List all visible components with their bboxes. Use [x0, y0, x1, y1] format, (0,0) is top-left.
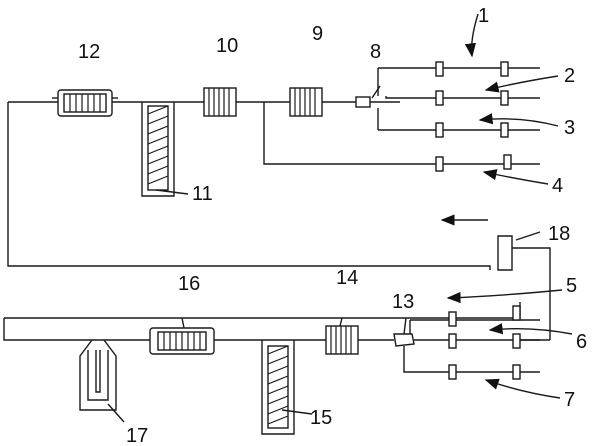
column-15 — [261, 340, 295, 435]
upper-return-pipe — [7, 102, 491, 270]
label-14: 14 — [336, 267, 358, 289]
label-7: 7 — [564, 389, 575, 411]
arrow-2 — [484, 75, 559, 93]
column-11 — [141, 102, 175, 197]
leader-lines — [107, 85, 541, 423]
label-18: 18 — [548, 223, 570, 245]
filter-9 — [289, 87, 323, 117]
lower-top-pipe — [4, 302, 521, 319]
label-3: 3 — [564, 117, 575, 139]
label-15: 15 — [310, 407, 332, 429]
filter-10 — [203, 87, 237, 117]
label-12: 12 — [78, 41, 100, 63]
arrow-4 — [482, 169, 549, 185]
label-8: 8 — [370, 41, 381, 63]
label-11: 11 — [192, 183, 213, 205]
arrow-1 — [464, 13, 479, 58]
label-17: 17 — [126, 425, 148, 446]
label-9: 9 — [312, 23, 323, 45]
arrow-6 — [488, 323, 573, 335]
arrow-5 — [446, 289, 563, 304]
arrow-7 — [484, 378, 561, 399]
filter-16 — [149, 327, 215, 355]
fittings-lower — [448, 305, 521, 380]
label-4: 4 — [552, 175, 563, 197]
tank-17 — [79, 339, 117, 411]
filter-14 — [325, 325, 359, 355]
pipe-branch-4 — [263, 102, 540, 165]
label-16: 16 — [178, 273, 200, 295]
fittings-upper — [435, 61, 512, 172]
label-6: 6 — [576, 331, 587, 353]
outlet-18 — [497, 235, 551, 340]
label-13: 13 — [392, 291, 414, 313]
arrow-3 — [478, 113, 559, 127]
label-5: 5 — [566, 275, 577, 297]
valve-8 — [355, 68, 400, 130]
label-1: 1 — [478, 5, 489, 27]
label-2: 2 — [564, 65, 575, 87]
filter-12 — [52, 89, 118, 117]
inlet-line-2 — [385, 96, 540, 99]
label-10: 10 — [216, 35, 238, 57]
lower-trunk-pipe — [3, 318, 150, 341]
